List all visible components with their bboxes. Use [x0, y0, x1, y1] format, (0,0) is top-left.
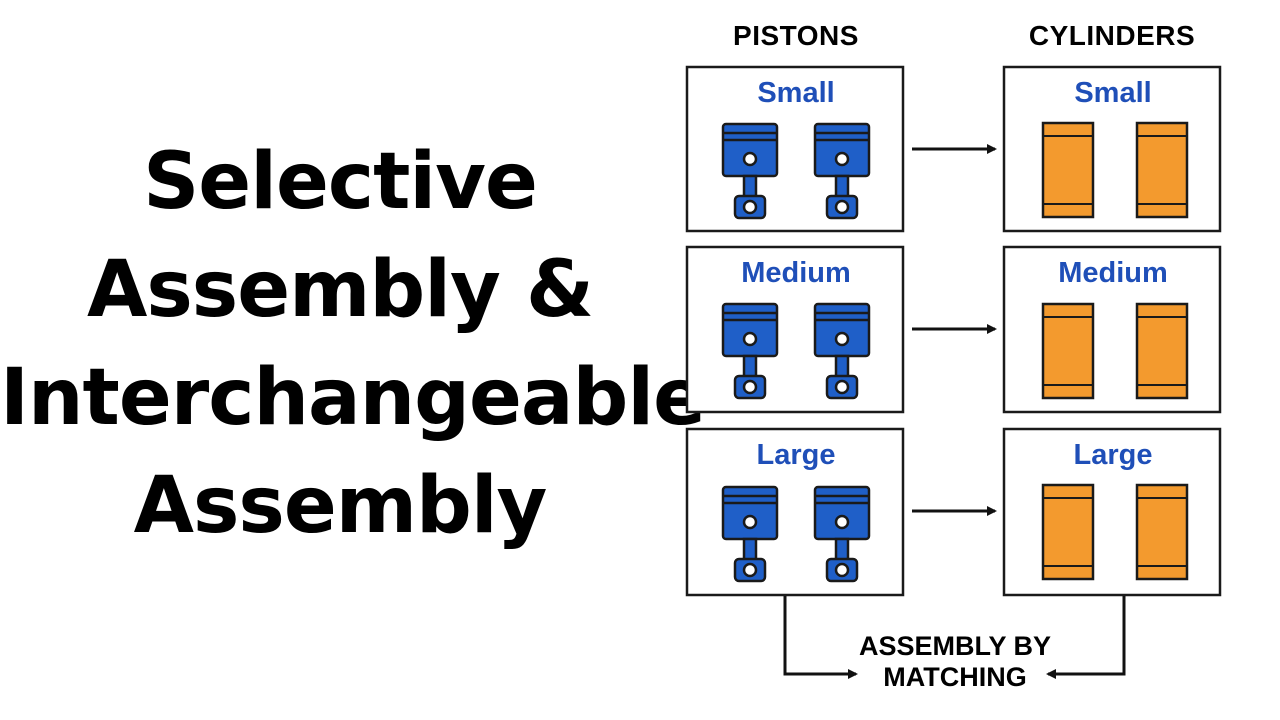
title-line-4: Assembly [133, 461, 548, 551]
piston-size-label-small: Small [757, 77, 835, 109]
cylinder-icon [1041, 121, 1095, 219]
pistons-to-matching-arrow [783, 596, 858, 679]
cylinders-to-matching-arrow [1046, 596, 1126, 679]
piston-size-label-medium: Medium [741, 257, 851, 289]
cylinder-size-label-medium: Medium [1058, 257, 1168, 289]
cylinder-icon [1135, 483, 1189, 581]
main-title: Selective Assembly & Interchangeable Ass… [0, 128, 706, 560]
cylinder-icon [1041, 302, 1095, 400]
cylinder-size-label-large: Large [1073, 439, 1153, 471]
pistons-column-header: PISTONS [733, 20, 859, 51]
piston-size-label-large: Large [756, 439, 836, 471]
cylinder-size-label-small: Small [1074, 77, 1152, 109]
title-line-3: Interchangeable [0, 353, 706, 443]
cylinder-icon [1135, 302, 1189, 400]
cylinder-icon [1041, 483, 1095, 581]
title-line-2: Assembly & [87, 245, 594, 335]
cylinders-column-header: CYLINDERS [1028, 20, 1196, 51]
assembly-by-matching-label: ASSEMBLY BY MATCHING [820, 631, 1090, 693]
title-line-1: Selective [143, 137, 538, 227]
footer-line-1: ASSEMBLY BY [858, 631, 1052, 661]
cylinder-icon [1135, 121, 1189, 219]
footer-line-2: MATCHING [883, 662, 1027, 692]
